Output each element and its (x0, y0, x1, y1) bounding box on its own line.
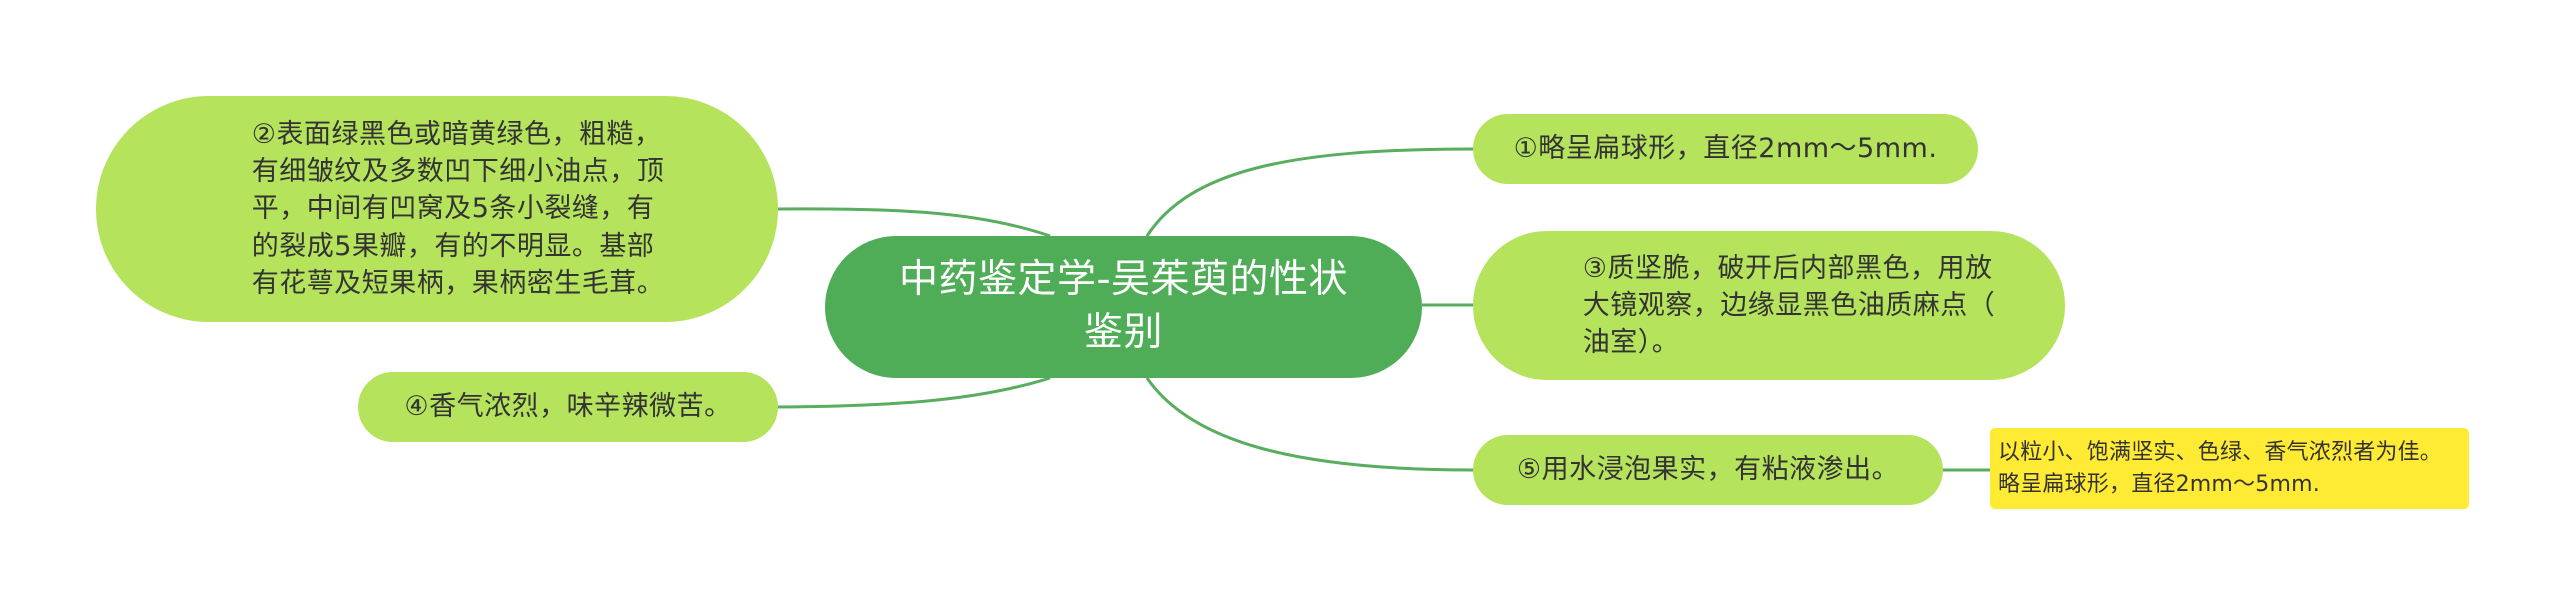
quality-note-label: 以粒小、饱满坚实、色绿、香气浓烈者为佳。 略呈扁球形，直径2mm～5mm. (1998, 439, 2443, 497)
branch-1-label: ①略呈扁球形，直径2mm～5mm. (1513, 133, 1938, 165)
connector-to-branch-2 (777, 207, 1051, 238)
branch-2-surface[interactable]: ②表面绿黑色或暗黄绿色，粗糙， 有细皱纹及多数凹下细小油点，顶 平，中间有凹窝及… (96, 96, 778, 322)
connector-to-branch-4 (777, 376, 1051, 409)
central-topic-label: 中药鉴定学-吴茱萸的性状 鉴别 (898, 257, 1349, 355)
central-topic[interactable]: 中药鉴定学-吴茱萸的性状 鉴别 (825, 236, 1422, 378)
connector-to-branch-5 (1145, 377, 1474, 472)
connector-to-branch-1 (1145, 147, 1474, 237)
branch-4-odor[interactable]: ④香气浓烈，味辛辣微苦。 (358, 372, 778, 442)
quality-note[interactable]: 以粒小、饱满坚实、色绿、香气浓烈者为佳。 略呈扁球形，直径2mm～5mm. (1990, 428, 2469, 509)
branch-2-label: ②表面绿黑色或暗黄绿色，粗糙， 有细皱纹及多数凹下细小油点，顶 平，中间有凹窝及… (251, 118, 665, 299)
branch-1-shape[interactable]: ①略呈扁球形，直径2mm～5mm. (1473, 114, 1978, 184)
branch-3-label: ③质坚脆，破开后内部黑色，用放 大镜观察，边缘显黑色油质麻点（ 油室）。 (1582, 252, 1996, 359)
branch-4-label: ④香气浓烈，味辛辣微苦。 (404, 391, 732, 423)
branch-5-label: ⑤用水浸泡果实，有粘液渗出。 (1516, 454, 1900, 486)
branch-3-texture[interactable]: ③质坚脆，破开后内部黑色，用放 大镜观察，边缘显黑色油质麻点（ 油室）。 (1473, 231, 2065, 380)
branch-5-soaking[interactable]: ⑤用水浸泡果实，有粘液渗出。 (1473, 435, 1943, 505)
